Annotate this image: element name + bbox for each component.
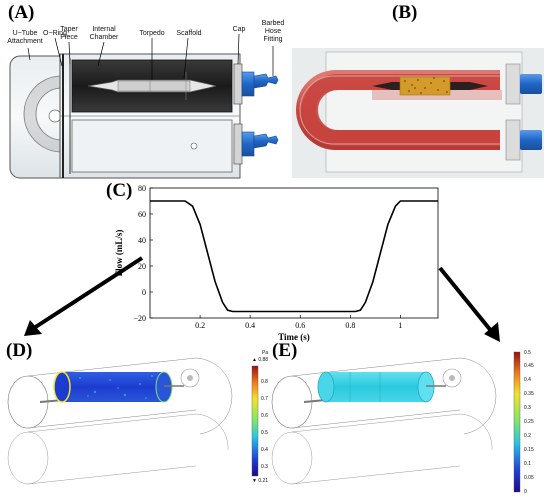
x-tick-label: 0.4 <box>245 321 255 330</box>
callout-internal-chamber: Internal Chamber <box>89 26 119 41</box>
chart-plot-frame <box>149 187 439 319</box>
colorbar-d-tick: 0.7 <box>261 396 268 402</box>
colorbar-d-tick: 0.8 <box>261 379 268 385</box>
panel-d-cfd <box>7 357 259 485</box>
shear-stress-cylinder-d <box>53 371 173 403</box>
colorbar-e-tick: 0.35 <box>524 391 534 397</box>
panel-a-label: (A) <box>8 2 35 23</box>
render-scaffold <box>399 76 451 96</box>
y-tick-label: 80 <box>138 184 146 193</box>
colorbar-d-tick: 0.3 <box>261 464 268 470</box>
callout-taper-piece: Taper Piece <box>60 26 78 41</box>
colorbar-e-tick: 0 <box>524 489 527 495</box>
panel-c-label: (C) <box>106 180 133 201</box>
y-tick-label: 60 <box>138 210 146 219</box>
cap <box>233 63 243 105</box>
colorbar-e-tick: 0.25 <box>524 419 534 425</box>
colorbar-d <box>251 365 259 477</box>
panel-b-label: (B) <box>392 2 418 23</box>
barbed-hose-fitting-top <box>241 71 279 97</box>
x-tick-label: 0.6 <box>295 321 305 330</box>
y-tick-label: 0 <box>142 288 146 297</box>
x-tick-label: 0.8 <box>345 321 355 330</box>
panel-e-label: (E) <box>272 340 298 361</box>
chart-y-label: Flow (mL/s) <box>114 230 124 277</box>
colorbar-e-tick: 0.2 <box>524 433 531 439</box>
callout-u-tube: U−Tube Attachment <box>7 30 43 45</box>
colorbar-e-tick: 0.05 <box>524 475 534 481</box>
panel-b-render <box>292 48 544 178</box>
colorbar-e-tick: 0.4 <box>524 377 531 383</box>
panel-d-label: (D) <box>6 340 33 361</box>
callout-torpedo: Torpedo <box>139 30 165 37</box>
flow-chart: −20 0 20 40 60 80 0.2 0.4 0.6 0.8 1 Time (s) Flow… <box>114 184 439 342</box>
u-tube-attachment <box>23 76 63 152</box>
callout-scaffold: Scaffold <box>176 30 202 37</box>
barbed-hose-fitting-bottom <box>241 131 279 157</box>
colorbar-e-tick: 0.3 <box>524 405 531 411</box>
y-tick-label: −20 <box>133 314 146 323</box>
y-tick-label: 20 <box>138 262 146 271</box>
chart-x-label: Time (s) <box>278 332 310 342</box>
velocity-cylinder-e <box>317 371 435 403</box>
chart-x-ticks: 0.2 0.4 0.6 0.8 1 <box>195 315 402 330</box>
colorbar-d-max: ▲ 0.88 <box>252 357 269 363</box>
colorbar-d-unit: Pa <box>262 350 269 356</box>
colorbar-e-tick: 0.15 <box>524 447 534 453</box>
callout-o-ring: O−Ring <box>43 30 67 37</box>
chart-y-ticks: −20 0 20 40 60 80 <box>133 184 153 323</box>
x-tick-label: 1 <box>398 321 402 330</box>
colorbar-e-tick: 0.45 <box>524 363 534 369</box>
arrow-to-d <box>24 256 144 336</box>
arrow-to-e <box>438 266 500 342</box>
colorbar-e-tick: 0.5 <box>524 350 531 356</box>
colorbar-d-min: ▼ 0.21 <box>252 478 269 484</box>
flow-series-line <box>150 200 438 313</box>
callout-barbed-hose-fitting: Barbed Hose Fitting <box>261 20 285 43</box>
colorbar-e <box>513 351 521 493</box>
x-tick-label: 0.2 <box>195 321 205 330</box>
u-tube-fluid <box>302 74 500 146</box>
colorbar-d-tick: 0.5 <box>261 430 268 436</box>
y-tick-label: 40 <box>138 236 146 245</box>
colorbar-d-tick: 0.4 <box>261 447 268 453</box>
panel-a-assembly <box>9 33 279 179</box>
panel-e-cfd <box>271 351 521 493</box>
colorbar-e-tick: 0.1 <box>524 461 531 467</box>
callout-cap: Cap <box>232 26 246 33</box>
colorbar-d-tick: 0.6 <box>261 413 268 419</box>
